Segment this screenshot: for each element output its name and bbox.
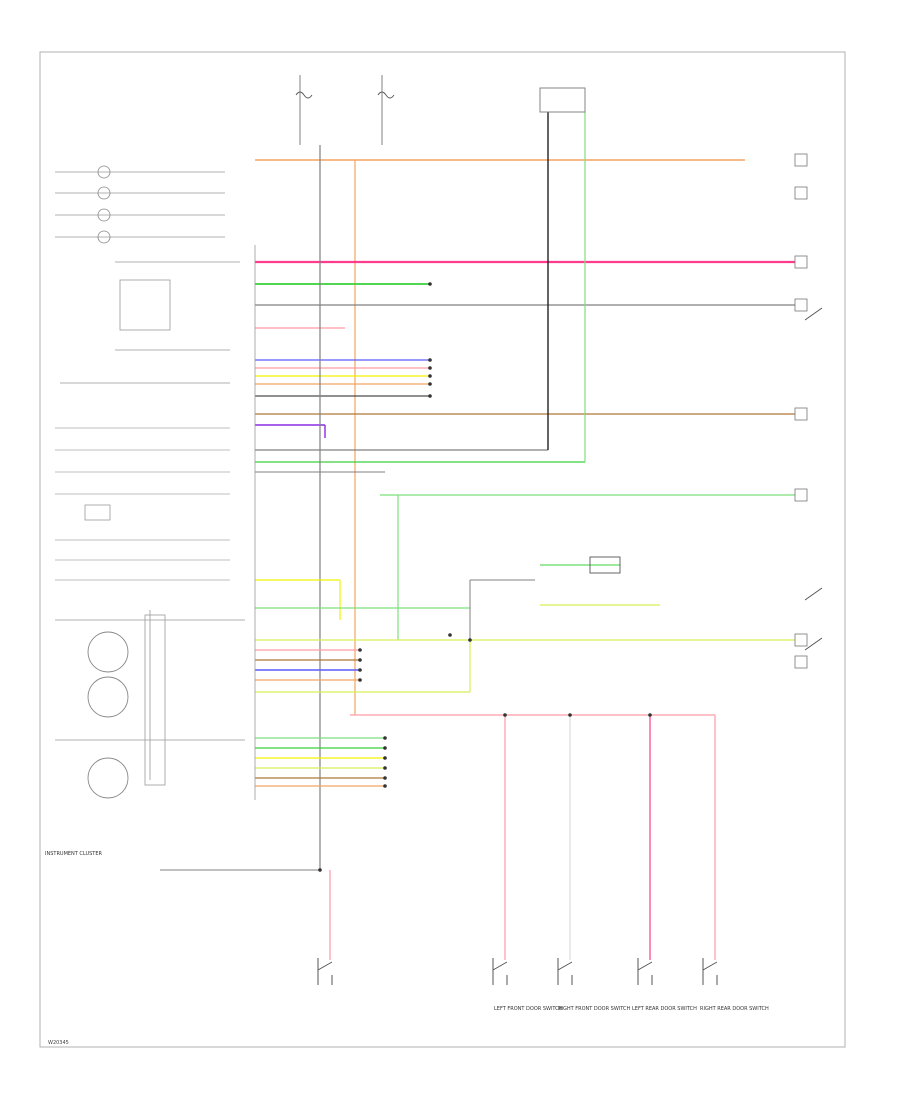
- right-component-0: [794, 153, 808, 167]
- trunk-switch-contact: [317, 961, 333, 971]
- splice-dot-11: [383, 784, 387, 788]
- figure-code: W20345: [48, 1040, 69, 1046]
- power-relay-box: [539, 87, 586, 113]
- right-component-2: [794, 255, 808, 269]
- switch-caption-3: LEFT REAR DOOR SWITCH: [632, 1006, 697, 1012]
- right-component-3: [794, 298, 808, 312]
- splice-dot-1: [428, 358, 432, 362]
- switch-contact-right-2: [804, 637, 823, 651]
- splice-dot-5: [428, 394, 432, 398]
- splice-dot-8: [383, 756, 387, 760]
- splice-dot-9: [383, 766, 387, 770]
- door-switch-rf-contact: [557, 961, 573, 971]
- cluster-connector: [144, 614, 166, 786]
- center-relay: [589, 556, 621, 574]
- splice-dot-20: [448, 633, 452, 637]
- indicator-bulb-1: [97, 186, 111, 200]
- right-component-4: [794, 407, 808, 421]
- fuel-gauge: [87, 676, 129, 718]
- splice-dot-13: [358, 658, 362, 662]
- splice-dot-7: [383, 746, 387, 750]
- splice-dot-4: [428, 382, 432, 386]
- splice-dot-3: [428, 374, 432, 378]
- instrument-cluster-caption: INSTRUMENT CLUSTER: [45, 851, 103, 857]
- right-component-6: [794, 633, 808, 647]
- door-switch-lr-contact: [637, 961, 653, 971]
- indicator-bulb-2: [97, 208, 111, 222]
- right-component-1: [794, 186, 808, 200]
- splice-dot-2: [428, 366, 432, 370]
- switch-caption-2: RIGHT FRONT DOOR SWITCH: [558, 1006, 631, 1012]
- splice-dot-19: [468, 638, 472, 642]
- splice-dot-6: [383, 736, 387, 740]
- wire-layer: [55, 75, 795, 960]
- splice-dot-12: [358, 648, 362, 652]
- diagram-frame: [39, 51, 846, 1048]
- splice-dot-17: [568, 713, 572, 717]
- splice-dot-21: [318, 868, 322, 872]
- right-component-5: [794, 488, 808, 502]
- fuse-icon-2: [377, 91, 395, 99]
- switch-contact-right-1: [804, 587, 823, 601]
- splice-dot-14: [358, 668, 362, 672]
- splice-dot-0: [428, 282, 432, 286]
- right-component-7: [794, 655, 808, 669]
- door-switch-lf-contact: [492, 961, 508, 971]
- splice-dot-10: [383, 776, 387, 780]
- indicator-bulb-3: [97, 230, 111, 244]
- component-layer: [84, 87, 823, 985]
- speedometer-gauge: [87, 757, 129, 799]
- switch-caption-1: LEFT FRONT DOOR SWITCH: [494, 1006, 563, 1012]
- fuse-icon-1: [295, 91, 313, 99]
- splice-dot-16: [503, 713, 507, 717]
- cluster-module-box: [84, 504, 111, 521]
- indicator-bulb-0: [97, 165, 111, 179]
- switch-caption-4: RIGHT REAR DOOR SWITCH: [700, 1006, 769, 1012]
- tachometer-gauge: [87, 631, 129, 673]
- door-switch-rr-contact: [702, 961, 718, 971]
- switch-contact-right-0: [804, 307, 823, 321]
- splice-dot-18: [648, 713, 652, 717]
- cluster-relay-box: [119, 279, 171, 331]
- splice-dot-15: [358, 678, 362, 682]
